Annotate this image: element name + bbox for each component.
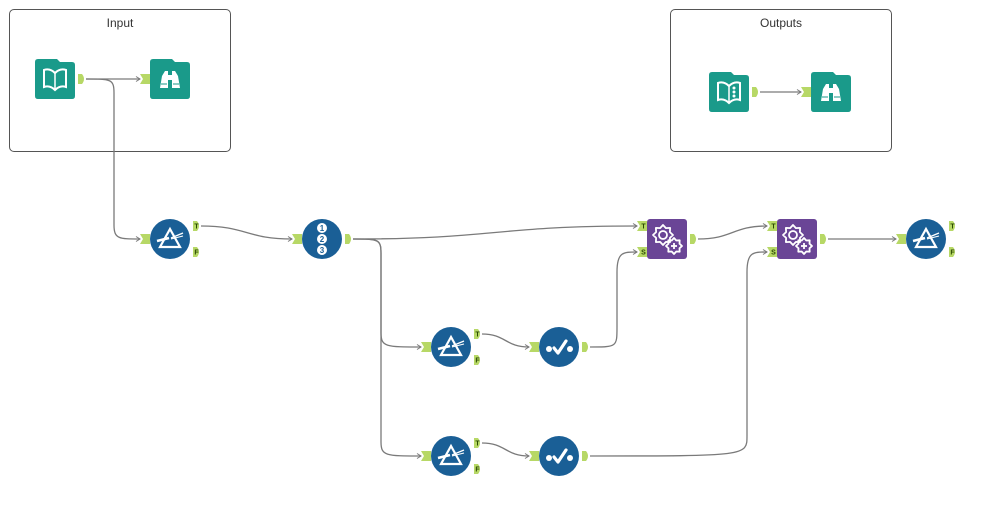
tool-filter-3[interactable]: TF <box>421 436 480 476</box>
output-anchor-f[interactable]: F <box>474 355 480 365</box>
tool-browse-2[interactable] <box>801 72 851 112</box>
connection-filter-3-to-select-2[interactable] <box>481 442 530 457</box>
input-anchor-s[interactable]: S <box>637 247 647 257</box>
tool-select-2[interactable] <box>529 436 588 476</box>
connection-select-1-to-macro-1[interactable] <box>589 251 638 348</box>
input-anchor[interactable] <box>140 234 150 244</box>
connection-arrow-icon <box>287 236 293 242</box>
tool-macro-1[interactable]: TS <box>637 219 696 259</box>
output-anchor[interactable] <box>582 451 588 461</box>
svg-text:3: 3 <box>320 246 325 255</box>
container-input-title: Input <box>106 16 134 30</box>
connection-record-id-to-macro-1[interactable] <box>352 225 638 240</box>
numbered-list-icon: 1 2 3 <box>317 223 327 255</box>
output-anchor-t[interactable]: T <box>949 221 955 231</box>
tool-filter-1[interactable]: TF <box>140 219 199 259</box>
svg-text:T: T <box>641 224 646 231</box>
svg-text:T: T <box>950 224 955 231</box>
output-anchor-f[interactable]: F <box>474 464 480 474</box>
connection-arrow-icon <box>891 236 897 242</box>
tool-browse-1[interactable] <box>140 59 190 99</box>
output-anchor-f[interactable]: F <box>949 247 955 257</box>
output-anchor-t[interactable]: T <box>193 221 199 231</box>
svg-text:T: T <box>194 224 199 231</box>
connection-record-id-to-filter-3[interactable] <box>352 238 422 457</box>
svg-text:F: F <box>475 467 480 474</box>
output-anchor[interactable] <box>752 87 758 97</box>
connection-select-2-to-macro-2[interactable] <box>589 251 768 457</box>
svg-text:F: F <box>950 250 955 257</box>
connection-arrow-icon <box>524 344 530 350</box>
svg-text:T: T <box>475 441 480 448</box>
output-anchor[interactable] <box>690 234 696 244</box>
tool-output-data[interactable] <box>709 72 758 112</box>
connection-input-data-to-filter-1[interactable] <box>85 78 141 240</box>
binoculars-icon <box>160 71 180 88</box>
svg-text:1: 1 <box>320 224 325 233</box>
connection-arrow-icon <box>135 236 141 242</box>
input-anchor[interactable] <box>896 234 906 244</box>
connection-arrow-icon <box>524 453 530 459</box>
input-anchor[interactable] <box>529 342 539 352</box>
tool-filter-4[interactable]: TF <box>896 219 955 259</box>
input-anchor-s[interactable]: S <box>767 247 777 257</box>
input-anchor[interactable] <box>529 451 539 461</box>
connection-arrow-icon <box>762 249 768 255</box>
input-anchor[interactable] <box>421 451 431 461</box>
filter-prism-icon <box>437 334 465 357</box>
connection-filter-2-to-select-1[interactable] <box>481 333 530 348</box>
book-dots-icon <box>717 81 741 105</box>
filter-prism-icon <box>437 443 465 466</box>
connection-arrow-icon <box>762 223 768 229</box>
output-anchor-t[interactable]: T <box>474 438 480 448</box>
connection-arrow-icon <box>632 223 638 229</box>
input-anchor[interactable] <box>140 74 150 84</box>
connection-macro-1-to-macro-2[interactable] <box>697 225 768 240</box>
svg-text:S: S <box>641 250 646 257</box>
connection-arrow-icon <box>416 344 422 350</box>
input-anchor[interactable] <box>421 342 431 352</box>
filter-prism-icon <box>912 226 940 249</box>
output-anchor[interactable] <box>582 342 588 352</box>
output-anchor[interactable] <box>820 234 826 244</box>
output-anchor-f[interactable]: F <box>193 247 199 257</box>
connection-arrow-icon <box>632 249 638 255</box>
container-outputs[interactable]: Outputs <box>670 9 892 152</box>
container-outputs-title: Outputs <box>759 16 803 30</box>
tool-record-id[interactable]: 1 2 3 <box>292 219 351 259</box>
tool-select-1[interactable] <box>529 327 588 367</box>
svg-text:F: F <box>475 358 480 365</box>
svg-text:T: T <box>475 332 480 339</box>
filter-prism-icon <box>156 226 184 249</box>
output-anchor[interactable] <box>78 74 84 84</box>
svg-text:F: F <box>194 250 199 257</box>
input-anchor[interactable] <box>801 87 811 97</box>
connection-arrow-icon <box>416 453 422 459</box>
input-anchor-t[interactable]: T <box>767 221 777 231</box>
connection-arrow-icon <box>796 89 802 95</box>
svg-text:2: 2 <box>320 235 325 244</box>
book-icon <box>43 68 67 92</box>
output-anchor[interactable] <box>345 234 351 244</box>
input-anchor-t[interactable]: T <box>637 221 647 231</box>
svg-text:T: T <box>771 224 776 231</box>
gears-plus-icon <box>652 224 683 255</box>
input-anchor[interactable] <box>292 234 302 244</box>
select-check-icon <box>546 448 573 464</box>
svg-text:S: S <box>771 250 776 257</box>
select-check-icon <box>546 339 573 355</box>
tool-macro-2[interactable]: TS <box>767 219 826 259</box>
tool-input-data[interactable] <box>35 59 84 99</box>
gears-plus-icon <box>782 224 813 255</box>
connection-arrow-icon <box>135 76 141 82</box>
connection-filter-1-to-record-id[interactable] <box>200 225 293 240</box>
binoculars-icon <box>821 84 841 101</box>
tool-filter-2[interactable]: TF <box>421 327 480 367</box>
output-anchor-t[interactable]: T <box>474 329 480 339</box>
